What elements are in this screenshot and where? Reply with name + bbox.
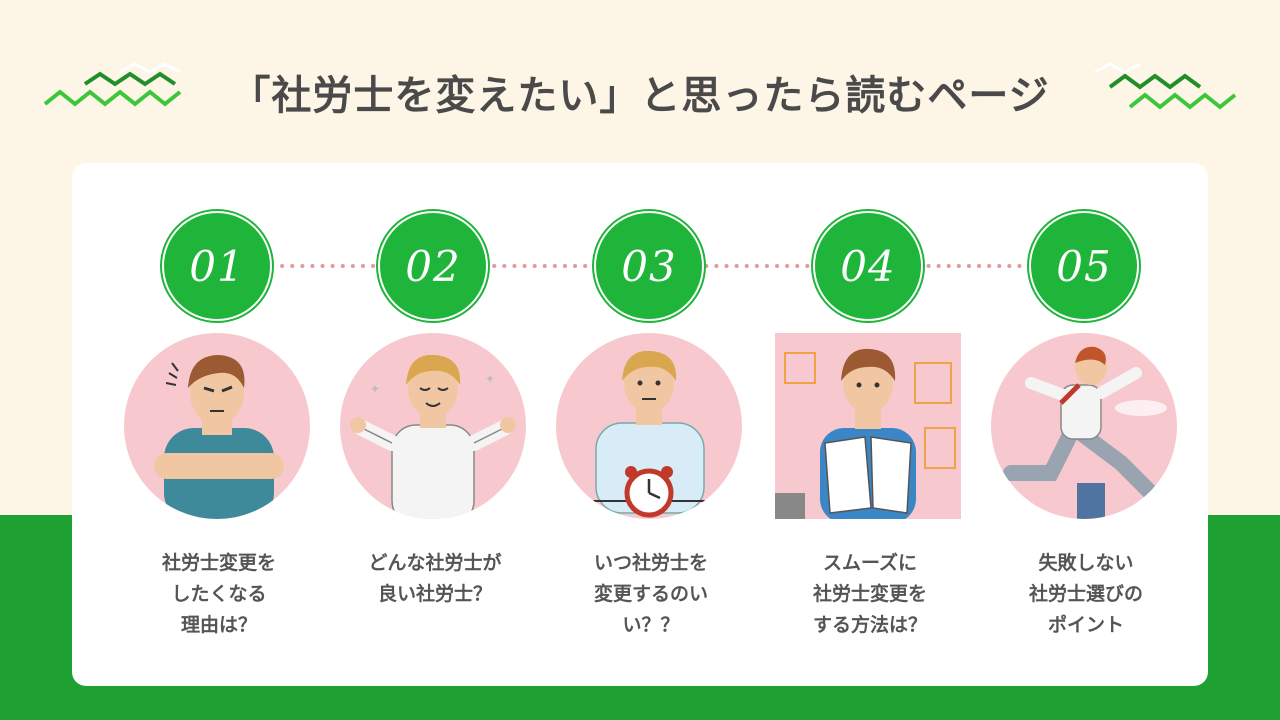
step-number-circle: 03 <box>596 213 702 319</box>
step-label: スムーズに社労士変更をする方法は？ <box>812 552 927 636</box>
man-with-clock-icon <box>556 333 742 519</box>
step-label: 社労士変更をしたくなる理由は？ <box>161 552 276 636</box>
step-number-circle: 05 <box>1031 213 1137 319</box>
calm-man-icon: ✦ ✦ <box>340 333 526 519</box>
step-number-circle: 02 <box>380 213 486 319</box>
man-with-documents-icon <box>775 333 961 519</box>
zigzag-decoration-left <box>43 62 182 107</box>
step-number: 02 <box>405 241 461 291</box>
step-label: どんな社労士が良い社労士？ <box>368 552 502 605</box>
step-number: 03 <box>621 241 677 291</box>
step-label: 失敗しない社労士選びのポイント <box>1028 552 1143 636</box>
svg-text:✦: ✦ <box>485 372 495 386</box>
step-number: 05 <box>1056 241 1112 291</box>
step-number: 01 <box>189 241 245 291</box>
zigzag-decoration-right <box>1094 62 1237 110</box>
page-title: 「社労士を変えたい」と思ったら読むページ <box>230 73 1050 119</box>
step-number: 04 <box>840 241 896 291</box>
steps-card: 01 社労士変更をしたくなる理由は？ 02 <box>72 163 1208 686</box>
step-label: いつ社労士を変更するのいい？？ <box>593 552 708 636</box>
step-number-circle: 01 <box>164 213 270 319</box>
svg-text:✦: ✦ <box>370 382 380 396</box>
step-number-circle: 04 <box>815 213 921 319</box>
frustrated-man-icon <box>124 333 310 519</box>
running-man-icon <box>991 333 1177 519</box>
